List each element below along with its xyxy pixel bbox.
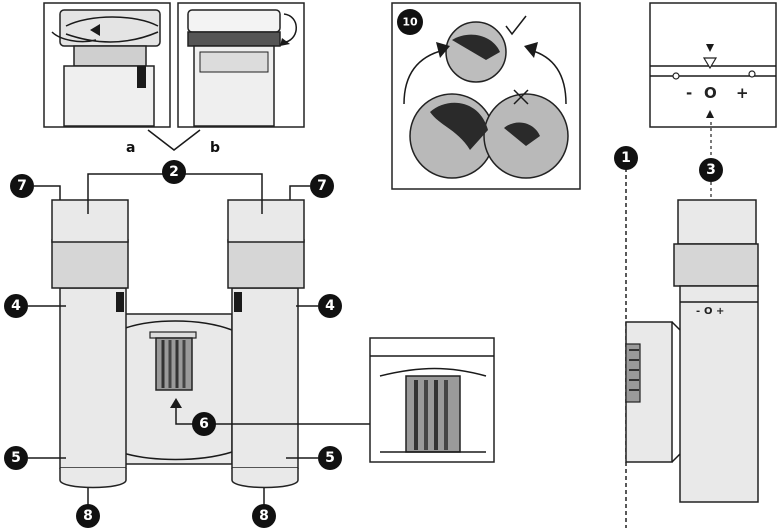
callout-badges	[4, 146, 723, 528]
callout-1-label: 1	[621, 150, 631, 166]
callout-8-left-label: 8	[83, 508, 93, 524]
inset-pointer	[147, 129, 201, 151]
inset-b	[177, 2, 305, 128]
callout-5-right-label: 5	[325, 450, 335, 466]
right-body	[231, 287, 299, 469]
binocular-side: - O +	[625, 122, 759, 528]
side-scale-minus: -	[696, 306, 700, 317]
callout-6-label: 6	[199, 416, 209, 432]
callout-7-left	[10, 174, 34, 198]
right-eyecup	[227, 199, 305, 243]
inset-focus-wheel	[369, 337, 495, 463]
callout-10-label: 10	[402, 16, 418, 29]
callout-5-right	[318, 446, 342, 470]
scale-plus: +	[736, 84, 749, 102]
callout-1	[614, 146, 638, 170]
callout-4-right-label: 4	[325, 298, 335, 314]
left-body	[59, 287, 127, 469]
inset-a	[43, 2, 171, 128]
scale-minus: -	[686, 84, 692, 102]
callout-4-left-label: 4	[11, 298, 21, 314]
callout-8-left	[76, 504, 100, 528]
focus-wheel	[155, 337, 193, 391]
inset-focus-focus	[391, 2, 581, 190]
callout-4-left	[4, 294, 28, 318]
side-scale-zero: O	[704, 306, 713, 317]
side-scale-plus: +	[716, 306, 724, 317]
callout-8-right	[252, 504, 276, 528]
left-eyecup	[51, 199, 129, 243]
callout-8-right-label: 8	[259, 508, 269, 524]
left-eyecup-band	[51, 239, 129, 289]
inset-label-b: b	[210, 140, 220, 156]
callout-6	[192, 412, 216, 436]
inset-diopter-scale: - O +	[649, 2, 777, 128]
arrow-left	[403, 49, 445, 105]
cross-mark-icon	[513, 89, 529, 105]
callout-7-left-label: 7	[17, 178, 27, 194]
callout-5-left-label: 5	[11, 450, 21, 466]
callout-7-right	[310, 174, 334, 198]
callout-3	[699, 158, 723, 182]
callout-5-left	[4, 446, 28, 470]
callout-2-label: 2	[169, 164, 179, 180]
callout-2	[162, 160, 186, 184]
scale-zero: O	[704, 84, 717, 102]
right-eyecup-band	[227, 239, 305, 289]
callout-10	[397, 9, 423, 35]
callout-7-right-label: 7	[317, 178, 327, 194]
callout-3-label: 3	[706, 162, 716, 178]
callout-4-right	[318, 294, 342, 318]
arrow-right	[529, 49, 567, 105]
inset-label-a: a	[126, 140, 135, 156]
binocular-front	[51, 199, 305, 489]
check-mark-icon	[505, 15, 527, 36]
